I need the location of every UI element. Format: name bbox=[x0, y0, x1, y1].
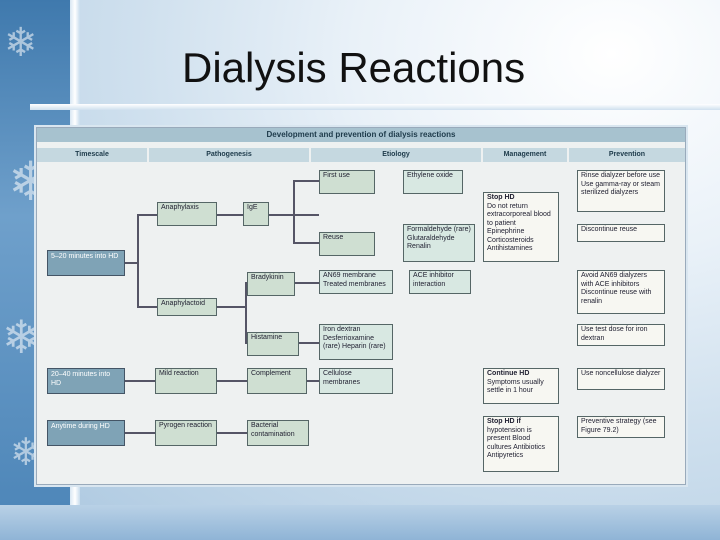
connector-line bbox=[307, 380, 319, 382]
connector-line bbox=[217, 432, 247, 434]
timescale-20-40: 20–40 minutes into HD bbox=[47, 368, 125, 394]
connector-line bbox=[293, 180, 319, 182]
header-pathogenesis: Pathogenesis bbox=[149, 148, 309, 162]
etiology-an69: AN69 membrane Treated membranes bbox=[319, 270, 393, 294]
connector-line bbox=[217, 214, 243, 216]
pathogenesis-pyrogen: Pyrogen reaction bbox=[155, 420, 217, 446]
connector-line bbox=[295, 282, 319, 284]
pathogenesis-ige: IgE bbox=[243, 202, 269, 226]
etiology-iron: Iron dextran Desferrioxamine (rare) Hepa… bbox=[319, 324, 393, 360]
pathogenesis-bradykinin: Bradykinin bbox=[247, 272, 295, 296]
connector-line bbox=[245, 282, 247, 344]
connector-line bbox=[293, 242, 319, 244]
etiology-ace-interaction: ACE inhibitor interaction bbox=[409, 270, 471, 294]
etiology-ethylene-oxide: Ethylene oxide bbox=[403, 170, 463, 194]
snowflake-icon: ❄ bbox=[2, 310, 41, 364]
connector-line bbox=[299, 342, 319, 344]
etiology-reuse-agents: Formaldehyde (rare) Glutaraldehyde Renal… bbox=[403, 224, 475, 262]
prevention-rinse: Rinse dialyzer before use Use gamma-ray … bbox=[577, 170, 665, 212]
header-prevention: Prevention bbox=[569, 148, 685, 162]
pathogenesis-bacterial: Bacterial contamination bbox=[247, 420, 309, 446]
header-timescale: Timescale bbox=[37, 148, 147, 162]
horizontal-accent-line bbox=[30, 104, 720, 110]
management-continue-detail: Symptoms usually settle in 1 hour bbox=[487, 378, 544, 395]
bottom-decorative-band bbox=[0, 505, 720, 540]
management-continue-heading: Continue HD bbox=[487, 370, 530, 377]
timescale-anytime: Anytime during HD bbox=[47, 420, 125, 446]
etiology-reuse: Reuse bbox=[319, 232, 375, 256]
header-management: Management bbox=[483, 148, 567, 162]
connector-line bbox=[217, 306, 247, 308]
etiology-cellulose: Cellulose membranes bbox=[319, 368, 393, 394]
slide-title: Dialysis Reactions bbox=[182, 44, 526, 91]
management-continue-hd: Continue HD Symptoms usually settle in 1… bbox=[483, 368, 559, 404]
management-stop-hd: Stop HD Do not return extracorporeal blo… bbox=[483, 192, 559, 262]
prevention-strategy: Preventive strategy (see Figure 79.2) bbox=[577, 416, 665, 438]
management-stop-hd-detail: Do not return extracorporeal blood to pa… bbox=[487, 202, 551, 253]
pathogenesis-anaphylaxis: Anaphylaxis bbox=[157, 202, 217, 226]
management-stop-hd-heading: Stop HD bbox=[487, 194, 515, 201]
etiology-first-use: First use bbox=[319, 170, 375, 194]
prevention-noncellulose: Use noncellulose dialyzer bbox=[577, 368, 665, 390]
dialysis-reactions-figure: Development and prevention of dialysis r… bbox=[36, 127, 686, 485]
timescale-5-20: 5–20 minutes into HD bbox=[47, 250, 125, 276]
connector-line bbox=[125, 432, 155, 434]
figure-title: Development and prevention of dialysis r… bbox=[37, 128, 685, 142]
pathogenesis-mild-reaction: Mild reaction bbox=[155, 368, 217, 394]
connector-line bbox=[137, 214, 157, 216]
pathogenesis-histamine: Histamine bbox=[247, 332, 299, 356]
connector-line bbox=[137, 306, 157, 308]
connector-line bbox=[125, 380, 155, 382]
connector-line bbox=[293, 180, 295, 244]
snowflake-icon: ❄ bbox=[4, 20, 38, 66]
prevention-discontinue-reuse: Discontinue reuse bbox=[577, 224, 665, 242]
management-stop-if-detail: hypotension is present Blood cultures An… bbox=[487, 426, 545, 460]
connector-line bbox=[125, 262, 137, 264]
prevention-test-dose: Use test dose for iron dextran bbox=[577, 324, 665, 346]
header-etiology: Etiology bbox=[311, 148, 481, 162]
connector-line bbox=[217, 380, 247, 382]
management-stop-if-heading: Stop HD if bbox=[487, 418, 521, 425]
connector-line bbox=[137, 214, 139, 306]
management-stop-if: Stop HD if hypotension is present Blood … bbox=[483, 416, 559, 472]
pathogenesis-anaphylactoid: Anaphylactoid bbox=[157, 298, 217, 316]
prevention-avoid-an69: Avoid AN69 dialyzers with ACE inhibitors… bbox=[577, 270, 665, 314]
pathogenesis-complement: Complement bbox=[247, 368, 307, 394]
